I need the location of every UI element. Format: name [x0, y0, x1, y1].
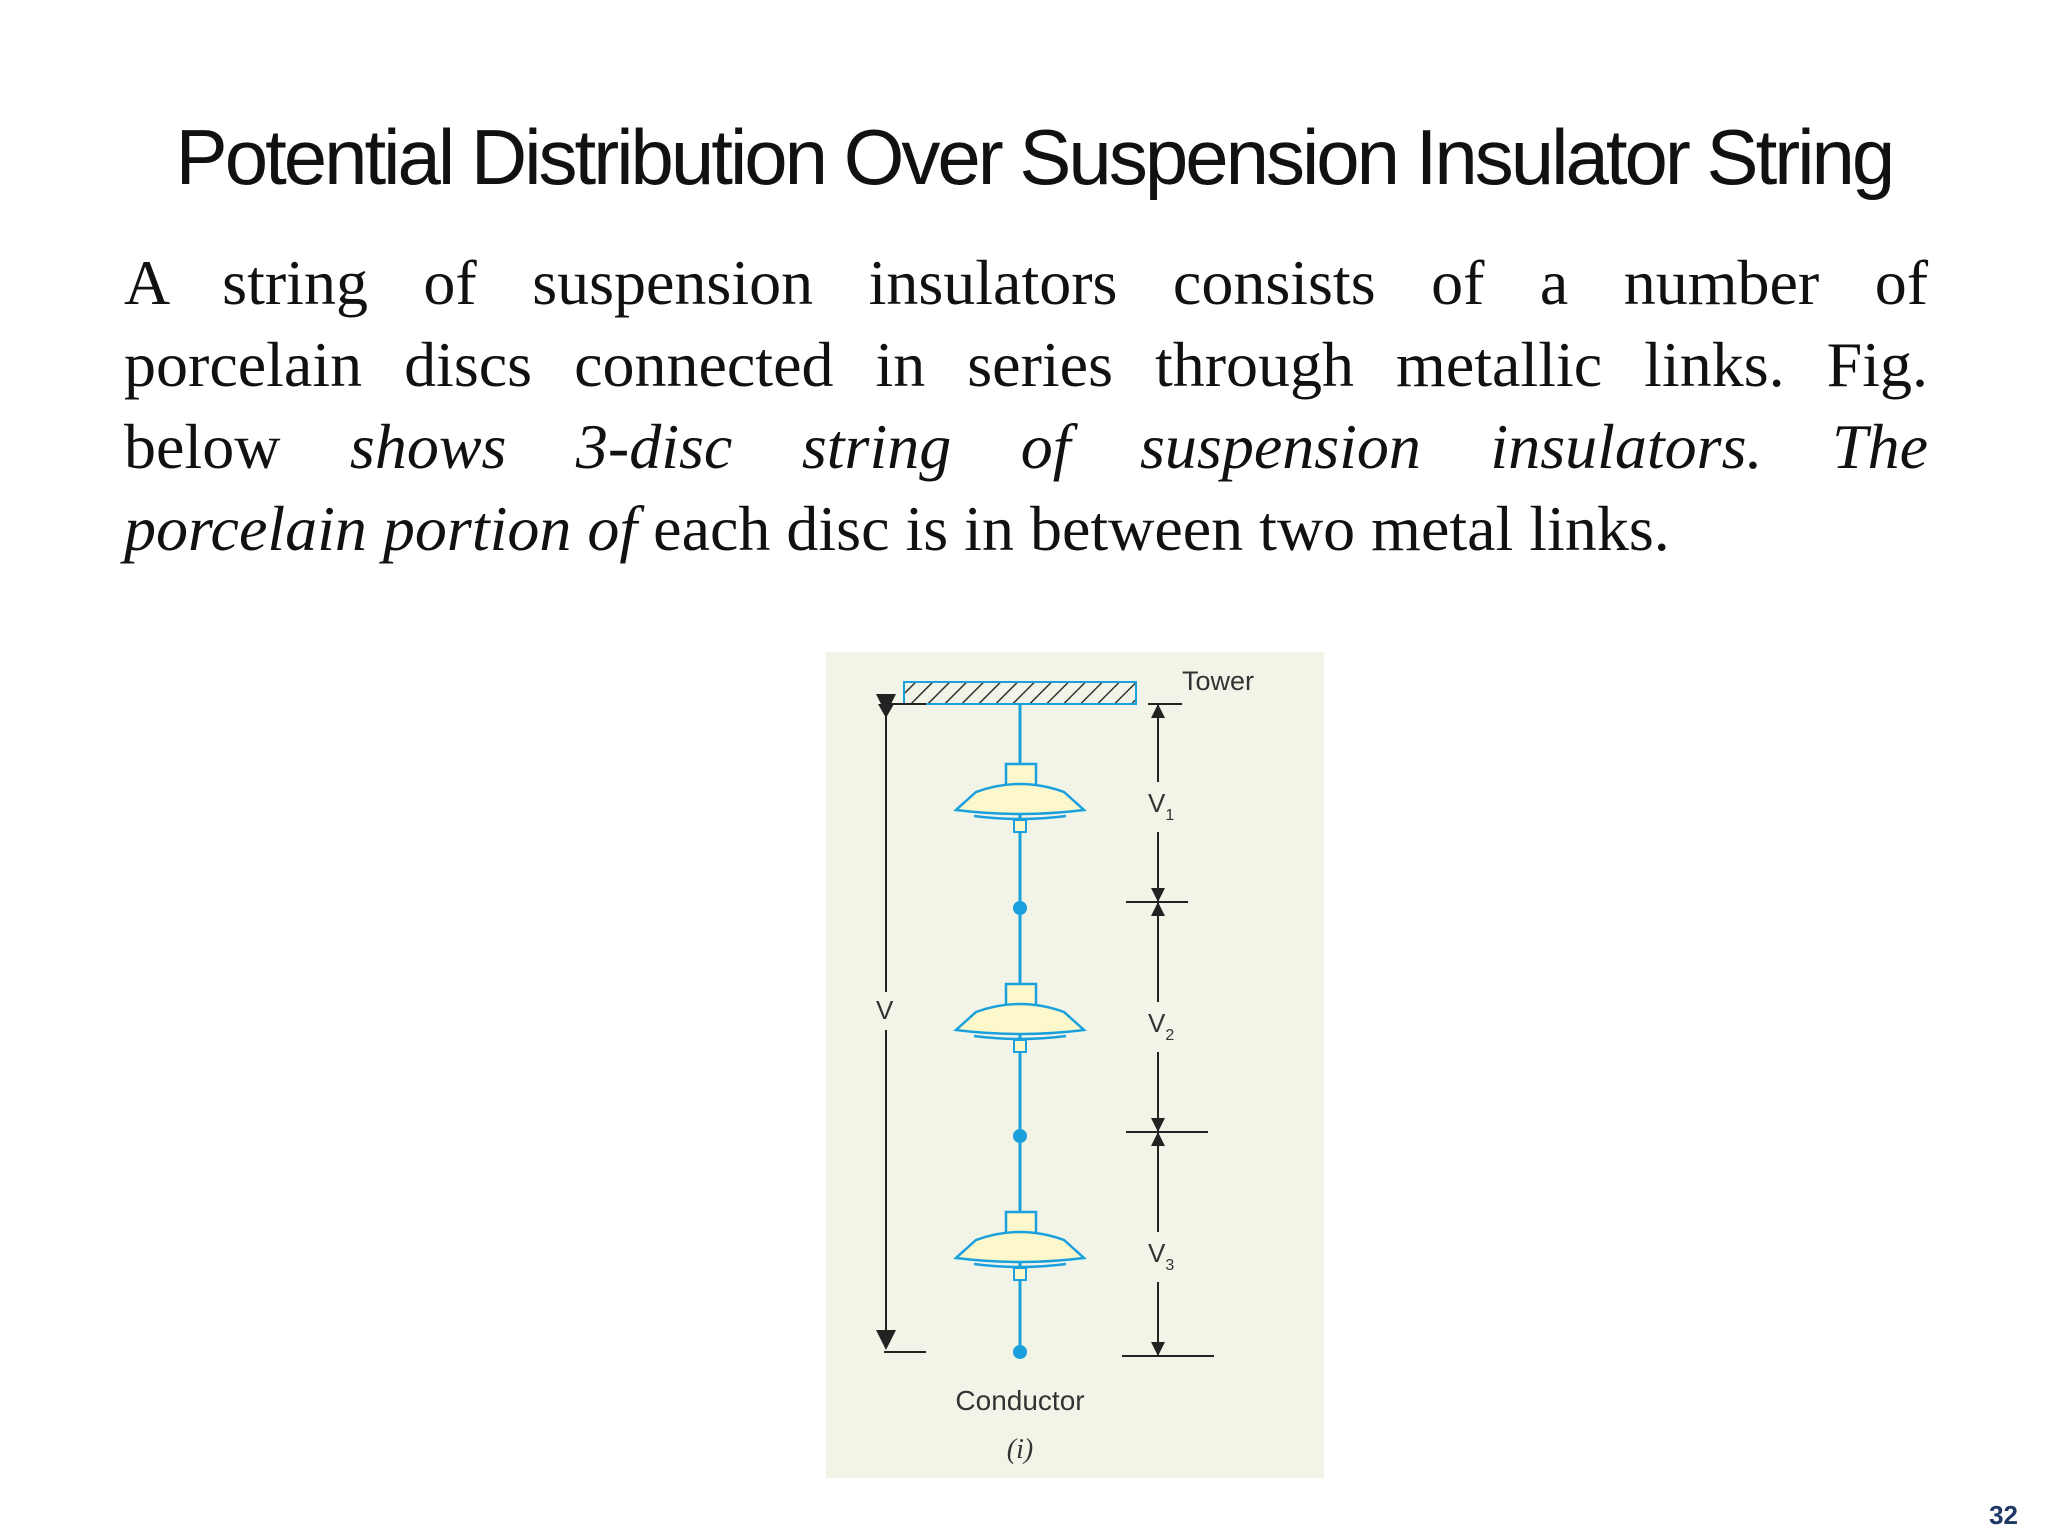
- tower-label: Tower: [1182, 666, 1254, 696]
- slide-title: Potential Distribution Over Suspension I…: [175, 113, 1896, 201]
- body-paragraph: A string of suspension insulators consis…: [124, 242, 1928, 570]
- conductor-label: Conductor: [955, 1385, 1084, 1416]
- v1-label: V1: [1148, 788, 1174, 824]
- paragraph-line-4: porcelain portion of each disc is in bet…: [124, 488, 1928, 570]
- insulator-diagram: Tower V V1 V2 V3 Conductor (i): [876, 666, 1254, 1465]
- figure-caption: (i): [1007, 1434, 1033, 1465]
- total-voltage-dimension: [876, 694, 926, 1353]
- insulator-string-figure: Tower V V1 V2 V3 Conductor (i): [826, 652, 1324, 1478]
- conductor-dot: [1013, 1345, 1027, 1359]
- v2-label: V2: [1148, 1008, 1174, 1044]
- paragraph-line-3: below shows 3-disc string of suspension …: [124, 406, 1928, 488]
- paragraph-line-2: porcelain discs connected in series thro…: [124, 329, 1928, 400]
- insulator-disc-2: [953, 982, 1087, 1053]
- paragraph-line-3-plain: below: [124, 411, 281, 482]
- v3-label: V3: [1148, 1238, 1174, 1274]
- insulator-disc-1: [953, 762, 1087, 833]
- paragraph-line-1: A string of suspension insulators consis…: [124, 247, 1928, 318]
- total-voltage-label: V: [876, 995, 894, 1025]
- page-number: 32: [1989, 1500, 2018, 1530]
- paragraph-line-3-italic: shows 3-disc string of suspension insula…: [349, 411, 1929, 482]
- disc-voltage-dimensions: [1122, 703, 1214, 1357]
- insulator-disc-3: [953, 1210, 1087, 1281]
- paragraph-line-4-italic: porcelain portion of: [124, 493, 638, 564]
- link-dot-1: [1013, 901, 1027, 915]
- tower-beam: [903, 681, 1137, 705]
- paragraph-line-4-plain: each disc is in between two metal links.: [653, 493, 1670, 564]
- link-dot-2: [1013, 1129, 1027, 1143]
